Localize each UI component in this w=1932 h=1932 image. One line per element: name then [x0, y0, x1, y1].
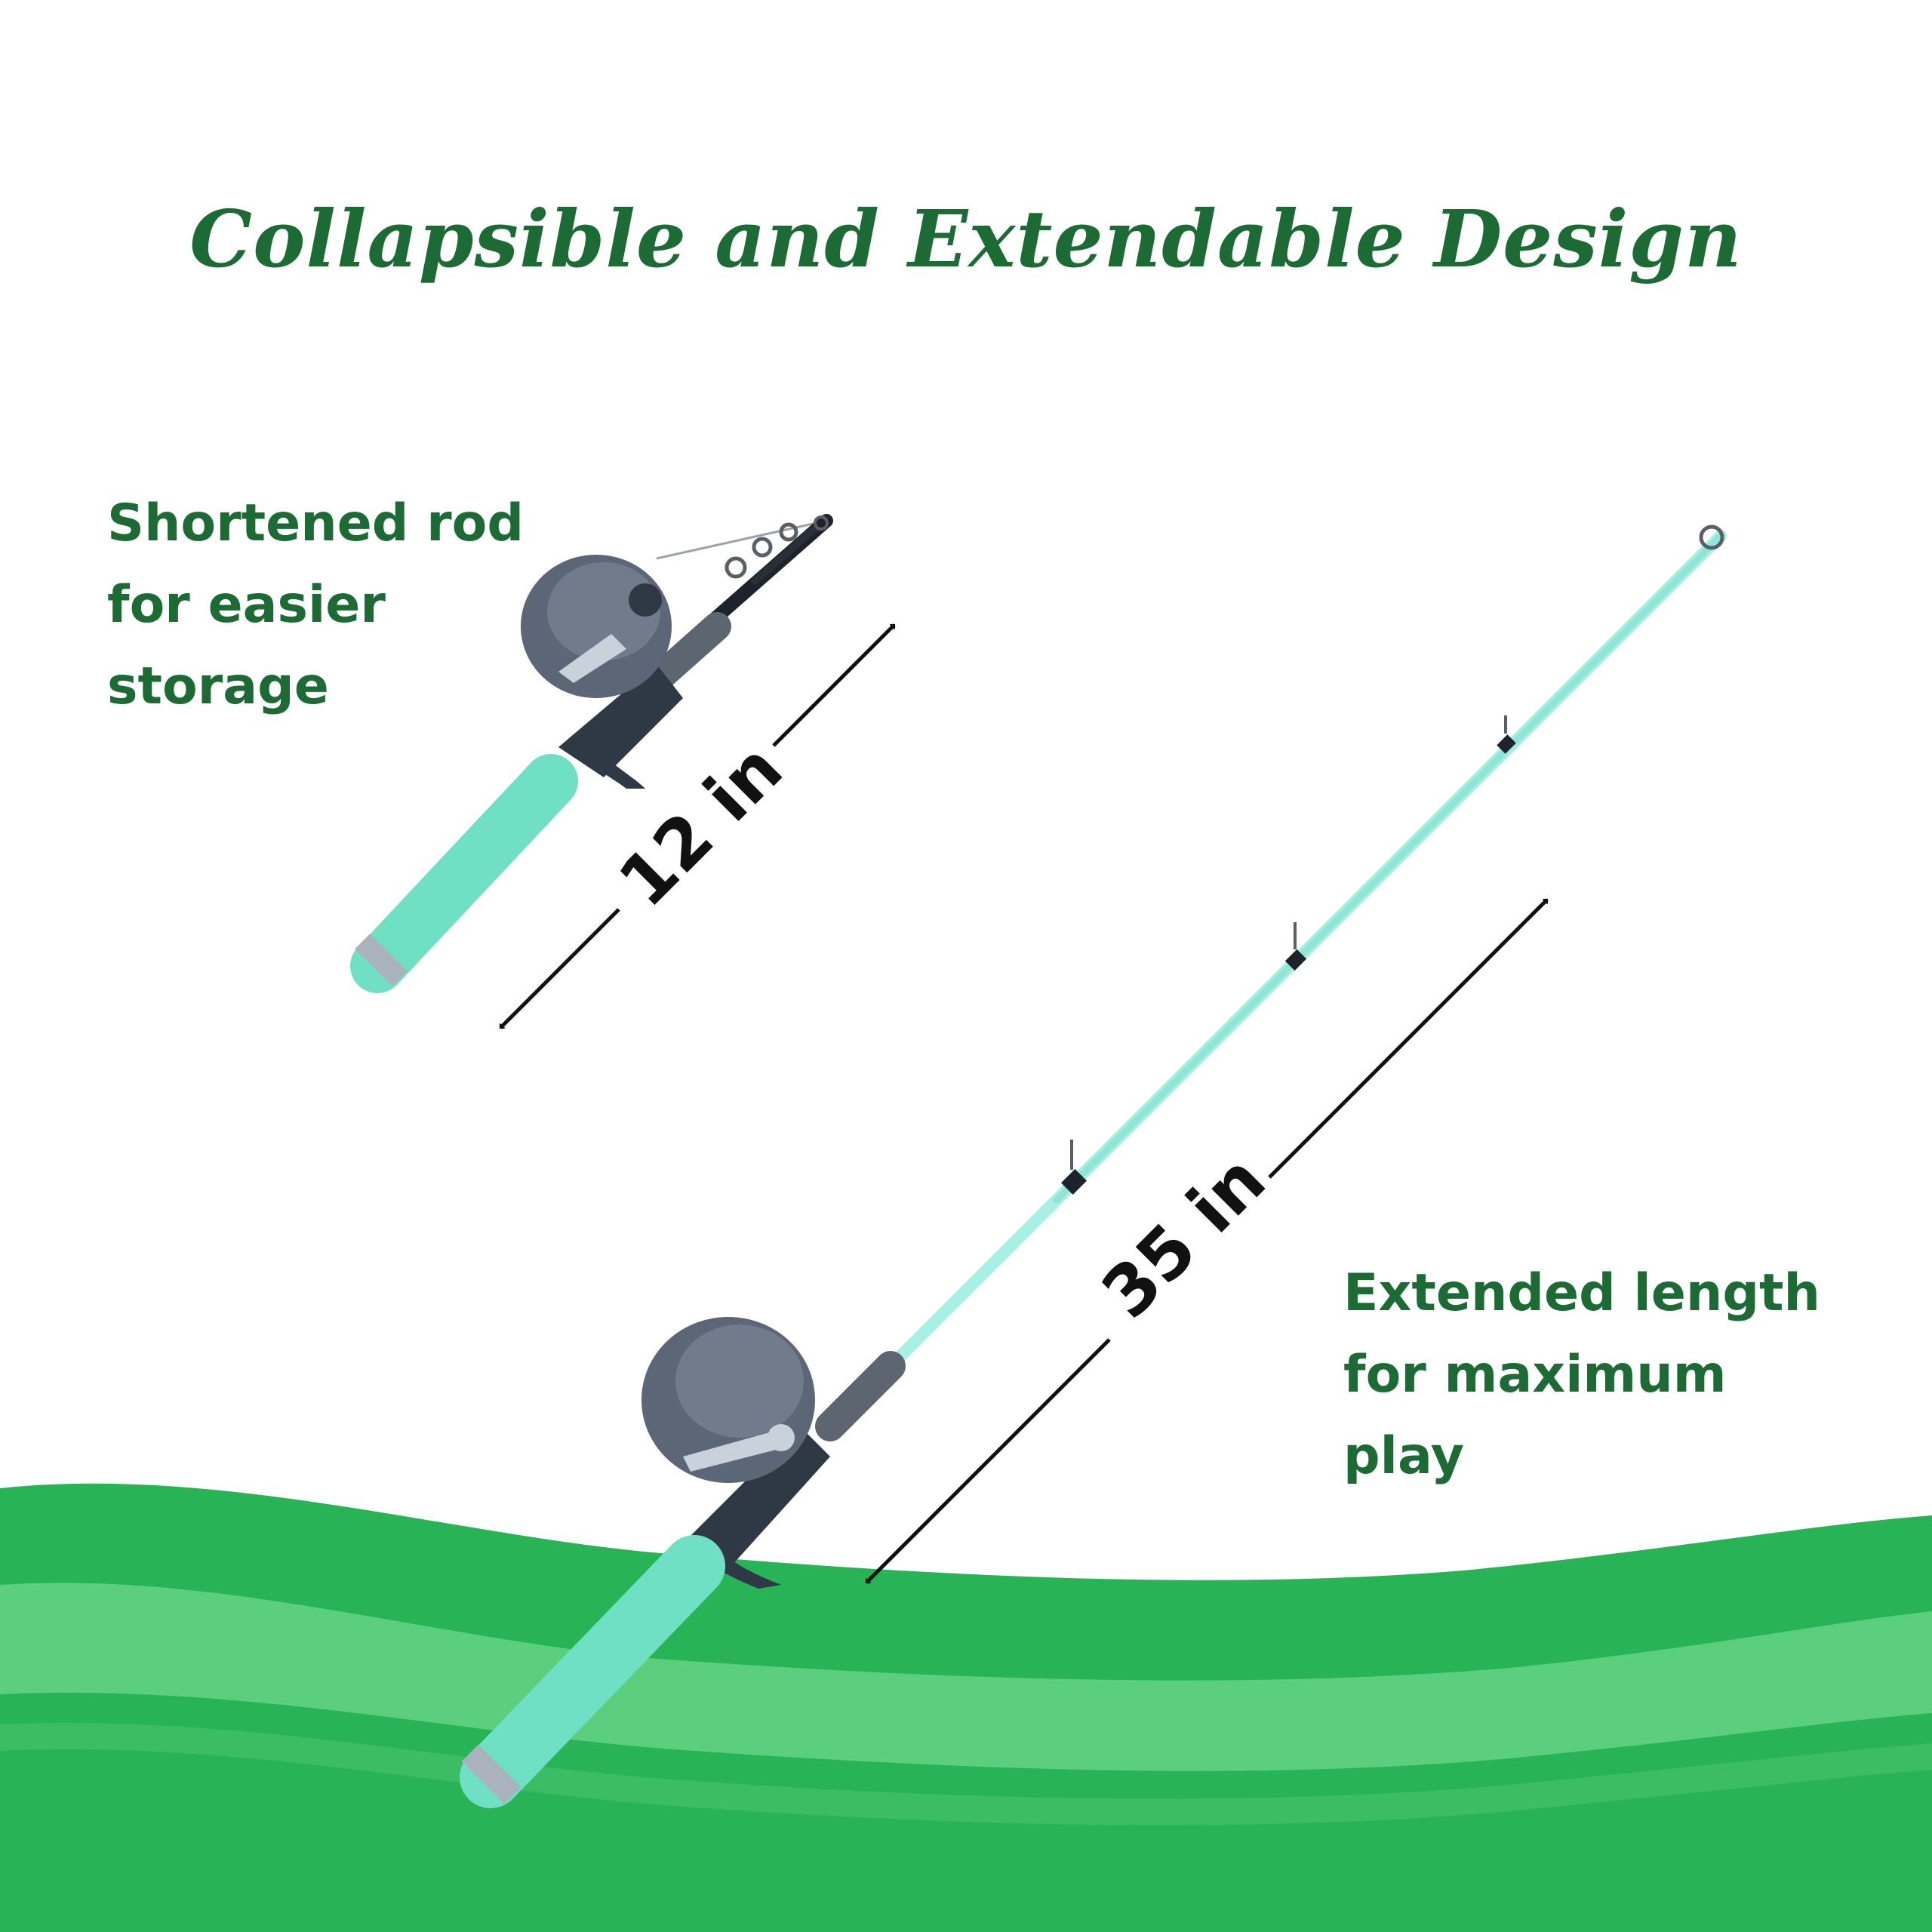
shortened-rod-caption: Shortened rod for easier storage [107, 483, 524, 728]
short-rod-guide [724, 556, 747, 579]
long-rod-reel-seat [679, 1426, 830, 1574]
short-rod-image [350, 514, 833, 993]
extended-rod-caption: Extended length for maximum play [1343, 1253, 1820, 1497]
long-rod-tip-ring [1699, 525, 1724, 550]
long-rod-ferrule [815, 1351, 906, 1441]
caption-line: storage [107, 657, 329, 716]
wave-light-band-2 [0, 1722, 1932, 1826]
caption-line: play [1343, 1426, 1465, 1486]
long-rod-guide [1284, 949, 1307, 971]
long-rod-reel-button [683, 1430, 785, 1472]
long-rod-trigger [713, 1555, 781, 1589]
short-rod-guide [752, 537, 773, 558]
short-rod-guide [779, 522, 798, 542]
short-rod-grip [350, 754, 578, 993]
dimension-arrow-long [865, 898, 1549, 1584]
caption-line: Shortened rod [107, 494, 525, 553]
short-rod-line [656, 519, 827, 560]
short-rod-reel-button [558, 634, 626, 683]
caption-line: Extended length [1343, 1263, 1820, 1323]
wave-graphic [0, 1483, 1932, 1932]
short-rod-tip-ring [814, 515, 829, 531]
long-rod-guide [1061, 1169, 1087, 1195]
short-rod-trigger [589, 755, 645, 789]
long-rod-grip [460, 1535, 725, 1808]
dimension-arrow-short [499, 623, 896, 1029]
long-rod-image [460, 525, 1727, 1808]
page-title: Collapsible and Extendable Design [189, 192, 1743, 285]
caption-line: for maximum [1343, 1345, 1727, 1404]
short-rod-reel-seat [558, 664, 683, 777]
long-rod-guide [1497, 734, 1516, 754]
caption-line: for easier [107, 575, 386, 635]
